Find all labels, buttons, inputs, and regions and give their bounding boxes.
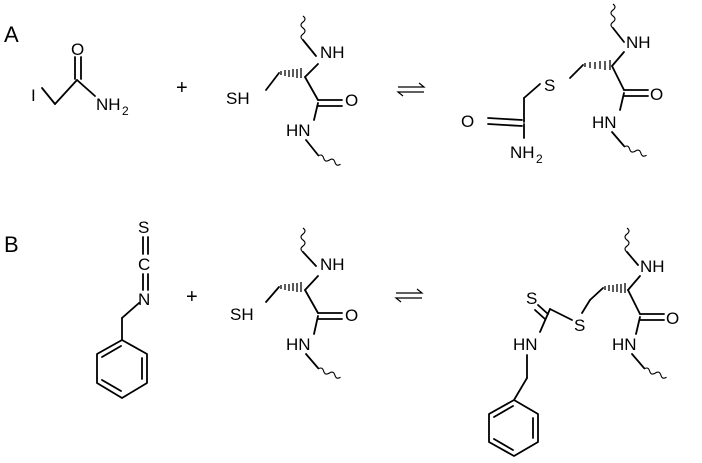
carbamidomethyl-cysteine-structure: NH S O NH 2 O HN <box>461 3 663 166</box>
cysteine-residue-structure: NH SH O HN <box>230 227 358 380</box>
backbone-hn-label: HN <box>612 335 637 354</box>
carbonyl-oxygen-atom: O <box>650 85 663 104</box>
thione-sulfur-atom: S <box>526 289 537 308</box>
backbone-nh-label: NH <box>640 257 665 276</box>
backbone-nh-label: NH <box>320 255 345 274</box>
equilibrium-arrows <box>394 288 424 303</box>
thioether-sulfur-atom: S <box>574 316 585 335</box>
carbonyl-oxygen-atom: O <box>71 40 84 59</box>
iodoacetamide-structure: I O NH 2 <box>31 40 129 118</box>
backbone-hn-label: HN <box>592 113 617 132</box>
iodine-atom: I <box>31 86 36 105</box>
plus-sign: + <box>176 77 188 99</box>
panel-a: A I O NH 2 + NH <box>4 3 663 167</box>
panel-a-label: A <box>4 22 19 47</box>
backbone-hn-label: HN <box>286 335 311 354</box>
benzyl-isothiocyanate-structure: S C N <box>96 218 150 399</box>
amide-oxygen-atom: O <box>461 112 474 131</box>
backbone-nh-label: NH <box>626 33 651 52</box>
backbone-nh-label: NH <box>320 43 345 62</box>
amide-subscript-2: 2 <box>122 104 129 118</box>
plus-sign: + <box>186 286 198 308</box>
thioether-sulfur-atom: S <box>544 76 555 95</box>
carbonyl-oxygen-atom: O <box>345 91 358 110</box>
thiol-sh-label: SH <box>230 305 254 324</box>
amide-subscript-2: 2 <box>536 152 543 166</box>
panel-b-label: B <box>4 232 19 257</box>
dithiocarbamate-cysteine-structure: NH S S HN <box>488 227 679 457</box>
cysteine-residue-structure: NH SH O HN <box>226 15 358 167</box>
panel-b: B S C N + NH <box>4 218 679 457</box>
carbonyl-oxygen-atom: O <box>345 306 358 325</box>
thioamide-hn-label: HN <box>513 335 538 354</box>
isothiocyanate-nitrogen-atom: N <box>138 290 150 309</box>
amide-nh-label: NH <box>96 95 121 114</box>
thiol-sh-label: SH <box>226 89 250 108</box>
equilibrium-arrows <box>396 82 426 97</box>
amide-nh-label: NH <box>510 143 535 162</box>
carbonyl-oxygen-atom: O <box>666 309 679 328</box>
isothiocyanate-carbon-atom: C <box>138 255 150 274</box>
thione-sulfur-atom: S <box>138 218 149 237</box>
backbone-hn-label: HN <box>286 121 311 140</box>
